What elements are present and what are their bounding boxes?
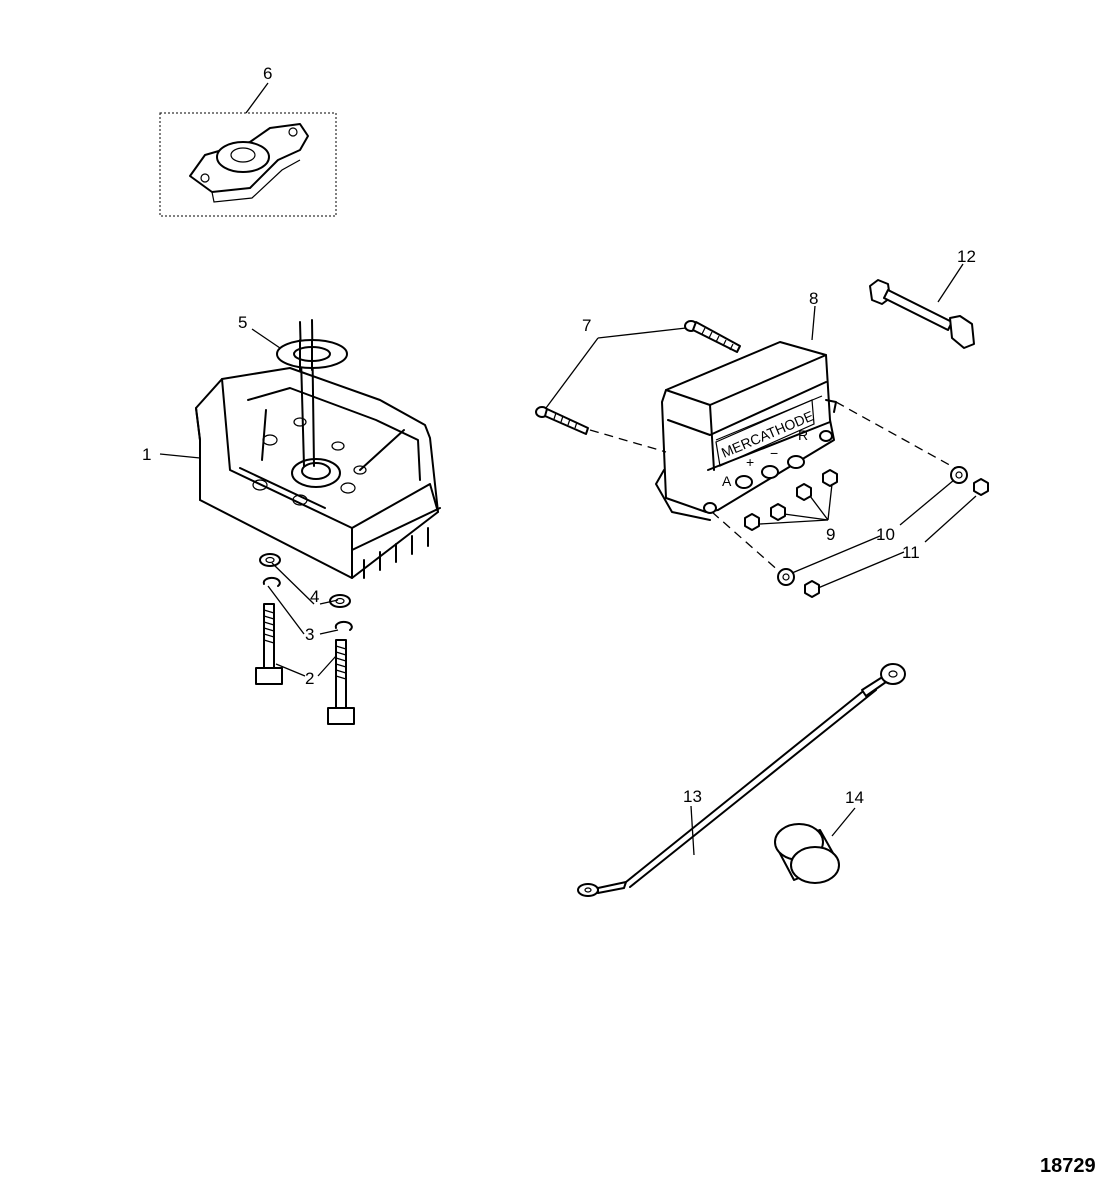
figure-number: 18729 xyxy=(1040,1155,1096,1177)
terminal-r-label: R xyxy=(798,427,808,443)
part-12-stud xyxy=(869,279,975,349)
callout-4: 4 xyxy=(310,587,319,606)
callout-6: 6 xyxy=(263,64,272,83)
callout-3: 3 xyxy=(305,625,314,644)
part-10-washers xyxy=(777,466,968,586)
part-2-bolts xyxy=(255,603,355,725)
part-4-washers xyxy=(259,553,351,608)
callout-13: 13 xyxy=(683,787,702,806)
callout-8: 8 xyxy=(809,289,818,308)
callout-5: 5 xyxy=(238,313,247,332)
terminal-plus-label: + xyxy=(746,454,754,470)
part-13-strap xyxy=(577,663,906,897)
leader-lines xyxy=(159,82,977,856)
callouts: 1 2 3 4 5 6 7 8 9 10 11 12 13 14 xyxy=(142,64,976,807)
callout-7: 7 xyxy=(582,316,591,335)
callout-12: 12 xyxy=(957,247,976,266)
callout-14: 14 xyxy=(845,788,864,807)
part-7-screws xyxy=(535,320,741,435)
part-14-cap xyxy=(774,823,840,884)
part-8-controller xyxy=(655,341,837,521)
part-3-lockwashers xyxy=(262,576,353,631)
callout-10: 10 xyxy=(876,525,895,544)
terminal-minus-label: − xyxy=(770,445,778,461)
callout-1: 1 xyxy=(142,445,151,464)
callout-9: 9 xyxy=(826,525,835,544)
assembly-lines xyxy=(589,401,956,573)
terminal-a-label: A xyxy=(722,473,732,489)
part-5-gasket xyxy=(276,339,348,371)
part-6-mount-inset xyxy=(159,112,337,217)
part-9-nuts xyxy=(744,469,838,531)
callout-11: 11 xyxy=(902,543,920,562)
part-11-nuts xyxy=(804,478,989,598)
callout-2: 2 xyxy=(305,669,314,688)
part-1-housing xyxy=(195,319,441,579)
